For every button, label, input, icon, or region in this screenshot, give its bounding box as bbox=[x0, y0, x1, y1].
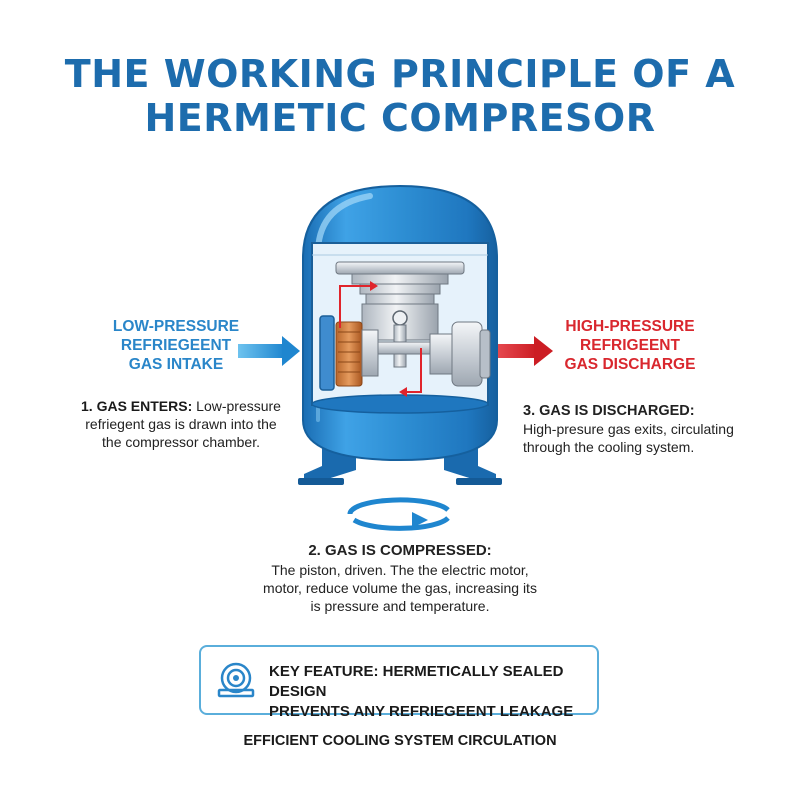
intake-label-line-3: GAS INTAKE bbox=[128, 356, 224, 373]
internal-flow-arrows bbox=[339, 281, 422, 397]
intake-arrow bbox=[238, 336, 300, 366]
key-feature-box: KEY FEATURE: HERMETICALLY SEALED DESIGN … bbox=[199, 645, 599, 720]
step-3-description: 3. GAS IS DISCHARGED: High-presure gas e… bbox=[523, 402, 773, 456]
step-2-heading: 2. GAS IS COMPRESSED: bbox=[308, 542, 492, 559]
step-3-line-2: through the cooling system. bbox=[523, 439, 695, 455]
cylinder-head bbox=[335, 261, 465, 305]
intake-label: LOW-PRESSURE REFRIEGEENT GAS INTAKE bbox=[96, 317, 256, 374]
step-1-line-1-text: Low-pressure bbox=[192, 398, 281, 414]
page-title-line-1: THE WORKING PRINCIPLE OF A bbox=[64, 52, 736, 96]
step-2-line-1: The piston, driven. The the electric mot… bbox=[271, 562, 529, 578]
page-title-line-2: HERMETIC COMPRESOR bbox=[144, 96, 656, 140]
key-feature-line-2: PREVENTS ANY REFRIEGEENT LEAKAGE bbox=[269, 703, 574, 720]
electric-motor bbox=[319, 315, 379, 391]
crankshaft bbox=[371, 341, 433, 355]
step-3-line-1: High-presure gas exits, circulating bbox=[523, 421, 734, 437]
discharge-arrow bbox=[498, 336, 553, 366]
step-1-heading: 1. GAS ENTERS: bbox=[81, 398, 193, 414]
step-1-line-2: refriegent gas is drawn into the bbox=[85, 416, 277, 432]
discharge-label-line-1: HIGH-PRESSURE bbox=[565, 318, 695, 335]
step-2-line-2: motor, reduce volume the gas, increasing… bbox=[263, 580, 537, 596]
cylinder-block bbox=[361, 303, 439, 368]
intake-label-line-1: LOW-PRESSURE bbox=[112, 318, 240, 335]
step-1-description: 1. GAS ENTERS: Low-pressure refriegent g… bbox=[66, 397, 296, 451]
intake-label-line-2: REFRIEGEENT bbox=[120, 337, 232, 354]
sealed-ring-icon bbox=[217, 662, 255, 698]
key-feature-text: KEY FEATURE: HERMETICALLY SEALED DESIGN … bbox=[269, 662, 591, 722]
footer-caption: EFFICIENT COOLING SYSTEM CIRCULATION bbox=[243, 733, 557, 749]
step-2-description: 2. GAS IS COMPRESSED: The piston, driven… bbox=[230, 542, 570, 615]
step-2-line-3: is pressure and temperature. bbox=[310, 598, 490, 614]
step-3-heading: 3. GAS IS DISCHARGED: bbox=[523, 403, 695, 419]
discharge-label-line-3: GAS DISCHARGE bbox=[564, 356, 696, 373]
page-title: THE WORKING PRINCIPLE OF A HERMETIC COMP… bbox=[0, 52, 800, 140]
discharge-valve bbox=[429, 321, 491, 387]
key-feature-line-1: KEY FEATURE: HERMETICALLY SEALED DESIGN bbox=[269, 663, 564, 700]
discharge-label: HIGH-PRESSURE REFRIGEENT GAS DISCHARGE bbox=[548, 317, 712, 374]
discharge-label-line-2: REFRIGEENT bbox=[580, 337, 680, 354]
step-1-line-3: the compressor chamber. bbox=[102, 434, 260, 450]
step-1-line-1: 1. GAS ENTERS: Low-pressure bbox=[66, 397, 296, 415]
rotation-arrow-icon bbox=[347, 497, 450, 531]
